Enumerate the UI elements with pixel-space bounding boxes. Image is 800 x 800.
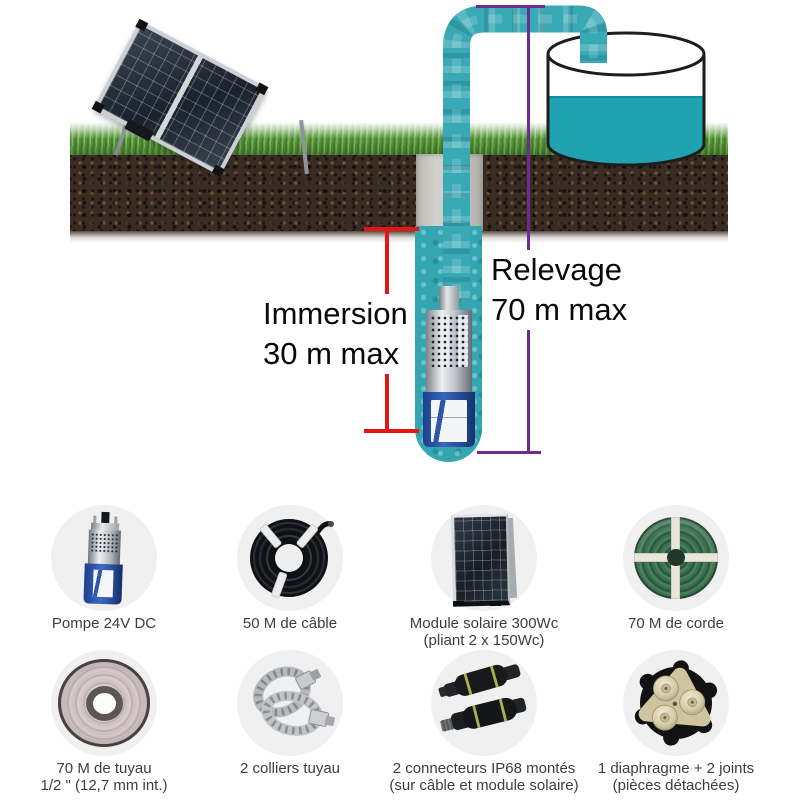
product-label-line1: 1 diaphragme + 2 joints <box>597 760 755 777</box>
product-label-line1: Pompe 24V DC <box>51 615 157 632</box>
relevage-label-line1: Relevage <box>491 252 622 287</box>
product-image-circle <box>623 505 729 611</box>
product-card-cable: 50 M de câble <box>200 505 380 632</box>
panel-corner-cap <box>255 82 269 96</box>
soil-bottom-shadow <box>70 231 728 243</box>
immersion-measure-tick <box>364 429 419 433</box>
panel-handle <box>123 118 154 142</box>
immersion-measure-line <box>385 229 389 297</box>
product-label: 2 colliers tuyau <box>200 760 380 777</box>
product-image-circle <box>51 650 157 756</box>
product-label: 50 M de câble <box>200 615 380 632</box>
submersible-pump-icon <box>75 511 132 605</box>
module-face <box>450 513 511 607</box>
rope-center-knot <box>667 549 685 566</box>
immersion-measure-line <box>385 367 389 431</box>
product-label-line2: (pièces détachées) <box>612 777 740 794</box>
pump-cap <box>101 511 110 524</box>
relevage-measure-line <box>527 7 530 252</box>
immersion-label-line2: 30 m max <box>263 336 400 371</box>
product-image-circle <box>237 650 343 756</box>
pump-intake-slots <box>430 315 468 367</box>
diaphragm-icon <box>634 660 718 746</box>
product-image-circle <box>51 505 157 611</box>
product-label-line1: 70 M de tuyau <box>56 760 152 777</box>
product-image-circle <box>431 650 537 756</box>
module-foot <box>453 601 464 606</box>
product-image-circle <box>431 505 537 611</box>
product-card-connectors: 2 connecteurs IP68 montés (sur câble et … <box>388 650 580 794</box>
relevage-measure-line <box>527 329 530 453</box>
product-label: Module solaire 300Wc (pliant 2 x 150Wc) <box>388 615 580 649</box>
product-label-line1: 2 colliers tuyau <box>239 760 341 777</box>
panel-corner-cap <box>135 18 149 32</box>
product-card-rope: 70 M de corde <box>584 505 768 632</box>
relevage-measure-tick <box>477 451 541 454</box>
product-label: 70 M de tuyau 1/2 " (12,7 mm int.) <box>14 760 194 794</box>
folding-solar-panel-icon <box>91 18 269 178</box>
soil-strip <box>70 155 728 231</box>
product-image-circle <box>623 650 729 756</box>
immersion-measure-tick <box>364 227 419 231</box>
immersion-label-line1: Immersion <box>263 296 408 331</box>
product-label: 1 diaphragme + 2 joints (pièces détachée… <box>584 760 768 794</box>
relevage-label-line2: 70 m max <box>491 292 628 327</box>
product-card-solar-module: Module solaire 300Wc (pliant 2 x 150Wc) <box>388 505 580 649</box>
panel-corner-cap <box>211 164 225 178</box>
product-card-hose: 70 M de tuyau 1/2 " (12,7 mm int.) <box>14 650 194 794</box>
product-card-diaphragm: 1 diaphragme + 2 joints (pièces détachée… <box>584 650 768 794</box>
hose-coil-center-hole <box>85 685 123 721</box>
product-label: 2 connecteurs IP68 montés (sur câble et … <box>388 760 580 794</box>
well-casing <box>416 154 483 231</box>
hose-clamps-icon <box>253 666 335 736</box>
product-card-pump: Pompe 24V DC <box>14 505 194 632</box>
product-label-line1: 70 M de corde <box>628 615 724 632</box>
product-label-line1: 2 connecteurs IP68 montés <box>392 760 576 777</box>
product-label-line2: (pliant 2 x 150Wc) <box>423 632 545 649</box>
solar-panel-photo <box>86 4 331 200</box>
solar-module-icon <box>450 511 518 607</box>
panel-leg <box>299 119 309 175</box>
hose-coil-icon <box>58 659 150 747</box>
pump-intake-slots <box>90 532 119 554</box>
relevage-label: Relevage 70 m max <box>488 250 631 330</box>
rope-coil-icon <box>634 517 718 599</box>
relevage-measure-tick <box>476 5 545 8</box>
product-label: 70 M de corde <box>584 615 768 632</box>
immersion-label: Immersion 30 m max <box>260 294 411 374</box>
ip68-connectors-icon <box>438 664 527 732</box>
cable-coil-icon <box>250 519 334 598</box>
pump-label-sticker <box>92 569 114 598</box>
panel-corner-cap <box>91 100 105 114</box>
product-label-line1: 50 M de câble <box>242 615 338 632</box>
product-card-clamps: 2 colliers tuyau <box>200 650 380 777</box>
pump-outlet-stub <box>439 286 459 312</box>
product-label-line2: 1/2 " (12,7 mm int.) <box>40 777 168 794</box>
product-label-line2: (sur câble et module solaire) <box>389 777 579 794</box>
water-tank-icon <box>546 31 706 167</box>
module-foot <box>490 601 501 606</box>
product-image-circle <box>237 505 343 611</box>
product-label: Pompe 24V DC <box>14 615 194 632</box>
pump-label-sticker <box>431 400 467 442</box>
product-label-line1: Module solaire 300Wc <box>409 615 559 632</box>
